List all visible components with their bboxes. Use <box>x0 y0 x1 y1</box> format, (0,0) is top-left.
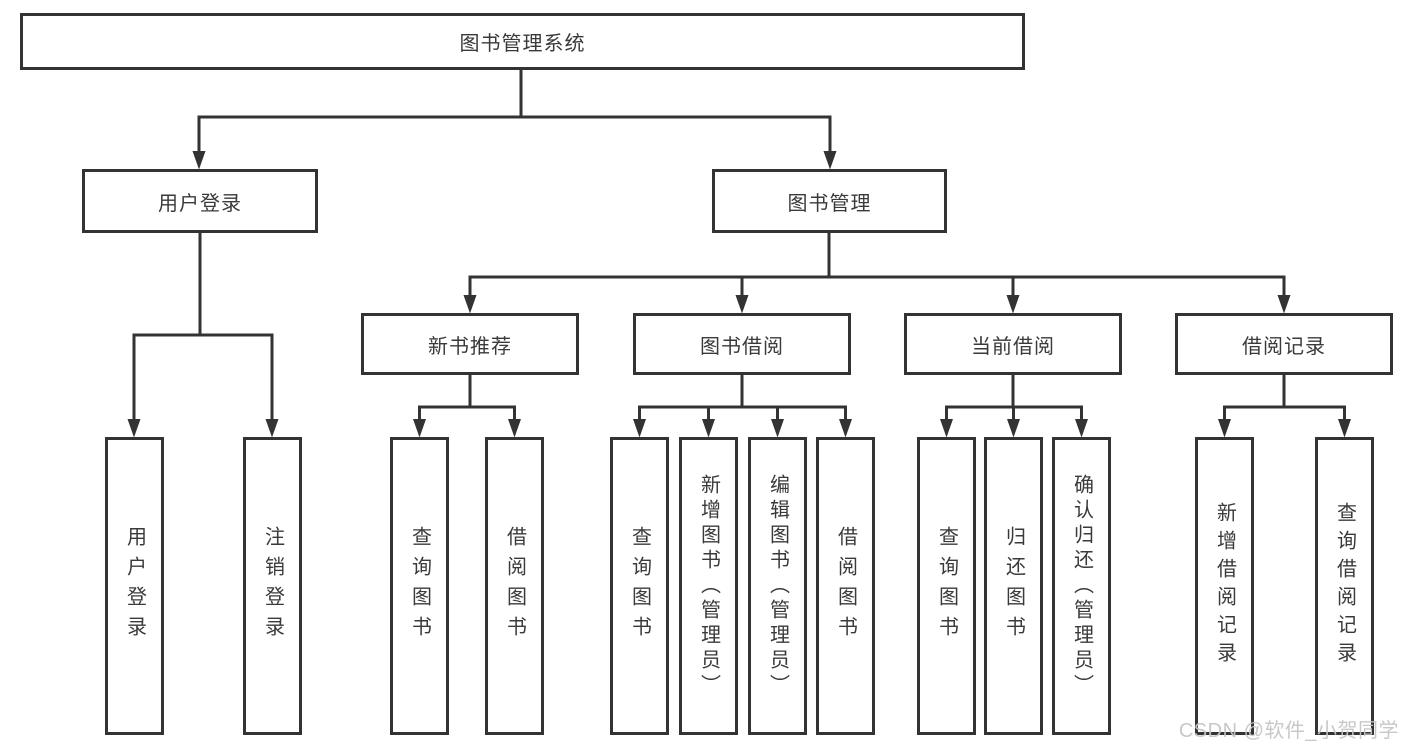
node-label: 查询借阅记录 <box>1333 502 1356 670</box>
leaf-edit-books-admin: 编辑图书（管理员） <box>748 437 807 735</box>
leaf-user-login: 用户登录 <box>105 437 164 735</box>
node-label: 图书借阅 <box>700 335 784 358</box>
leaf-add-books-admin: 新增图书（管理员） <box>679 437 738 735</box>
leaf-return-books: 归还图书 <box>984 437 1043 735</box>
node-label: 新书推荐 <box>428 335 512 358</box>
csdn-watermark: CSDN @软件_小贺同学 <box>1178 720 1399 742</box>
node-book-borrowing: 图书借阅 <box>633 313 851 375</box>
node-label: 编辑图书（管理员） <box>766 473 789 699</box>
node-label: 新增借阅记录 <box>1213 502 1236 670</box>
node-label: 借阅图书 <box>503 526 526 646</box>
leaf-add-borrow-record: 新增借阅记录 <box>1195 437 1254 735</box>
node-label: 归还图书 <box>1002 526 1025 646</box>
leaf-query-borrow-record: 查询借阅记录 <box>1315 437 1374 735</box>
leaf-logout: 注销登录 <box>243 437 302 735</box>
node-library-management-system: 图书管理系统 <box>20 13 1025 70</box>
leaf-borrow-books-recommend: 借阅图书 <box>485 437 544 735</box>
node-label: 当前借阅 <box>971 335 1055 358</box>
leaf-query-books-borrowing: 查询图书 <box>610 437 669 735</box>
node-label: 借阅记录 <box>1242 335 1326 358</box>
node-label: 查询图书 <box>935 526 958 646</box>
node-label: 查询图书 <box>628 526 651 646</box>
node-label: 图书管理系统 <box>459 33 586 55</box>
node-label: 新增图书（管理员） <box>697 473 720 699</box>
node-label: 用户登录 <box>158 192 242 215</box>
node-book-management: 图书管理 <box>712 169 947 233</box>
node-label: 查询图书 <box>408 526 431 646</box>
node-label: 借阅图书 <box>834 526 857 646</box>
leaf-confirm-return-admin: 确认归还（管理员） <box>1052 437 1111 735</box>
node-borrowing-records: 借阅记录 <box>1175 313 1393 375</box>
node-current-borrowing: 当前借阅 <box>904 313 1122 375</box>
leaf-query-books-current: 查询图书 <box>917 437 976 735</box>
node-label: 确认归还（管理员） <box>1070 473 1093 699</box>
node-user-login: 用户登录 <box>82 169 318 233</box>
node-label: 注销登录 <box>261 526 284 646</box>
node-label: 图书管理 <box>787 192 872 215</box>
node-label: 用户登录 <box>123 526 146 646</box>
leaf-borrow-books: 借阅图书 <box>816 437 875 735</box>
leaf-query-books-recommend: 查询图书 <box>390 437 449 735</box>
node-new-book-recommendation: 新书推荐 <box>361 313 579 375</box>
